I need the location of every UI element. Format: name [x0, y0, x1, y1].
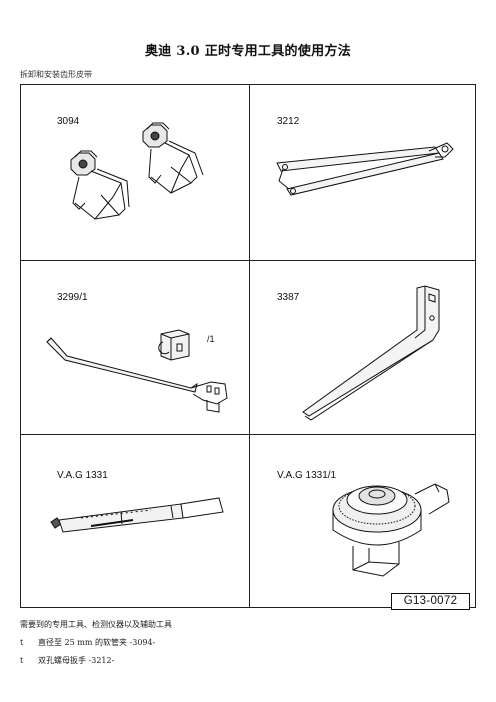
- page-title: 奥迪 3.0 正时专用工具的使用方法: [144, 44, 352, 59]
- tool-code-3094: 3094: [57, 116, 80, 127]
- tool-code-3212: 3212: [277, 116, 300, 127]
- bullet-marker: t: [20, 656, 24, 665]
- locking-tool-drawing: [46, 329, 228, 413]
- list-item: t 直径至 25 mm 的软管夹 -3094-: [20, 637, 155, 648]
- tool-code-vag-1331: V.A.G 1331: [57, 470, 108, 481]
- list-item-text: 双孔螺母扳手 -3212-: [38, 656, 115, 665]
- bullet-marker: t: [20, 638, 24, 647]
- tool-cell-3212: 3212: [249, 85, 477, 260]
- counterhold-drawing: [302, 285, 440, 421]
- section-subtitle: 拆卸和安装齿形皮带: [20, 70, 92, 79]
- ratchet-head-drawing: [332, 483, 450, 577]
- tool-cell-3387: 3387: [249, 260, 477, 434]
- grid-divider-vertical: [249, 85, 250, 607]
- list-item-text: 直径至 25 mm 的软管夹 -3094-: [38, 638, 156, 647]
- tools-list-heading: 需要到的专用工具、检测仪器以及辅助工具: [20, 620, 172, 629]
- list-item: t 双孔螺母扳手 -3212-: [20, 655, 114, 666]
- tool-cell-vag-1331-1: V.A.G 1331/1: [249, 434, 477, 609]
- part-label-1: /1: [207, 334, 215, 344]
- tool-cell-3299-1: 3299/1 /1: [21, 260, 249, 434]
- torque-wrench-drawing: [50, 497, 224, 533]
- grid-divider-row2: [21, 434, 475, 435]
- tool-cell-3094: 3094: [21, 85, 249, 260]
- tool-code-vag-1331-1: V.A.G 1331/1: [277, 470, 337, 481]
- tool-code-3299-1: 3299/1: [57, 292, 88, 303]
- hose-clamp-drawing: [70, 122, 204, 220]
- tool-code-3387: 3387: [277, 292, 300, 303]
- figure-reference-box: G13-0072: [391, 593, 470, 610]
- pin-spanner-drawing: [276, 142, 454, 196]
- tools-figure-grid: 3094: [20, 84, 476, 608]
- grid-divider-row1: [21, 260, 475, 261]
- tool-cell-vag-1331: V.A.G 1331: [21, 434, 249, 609]
